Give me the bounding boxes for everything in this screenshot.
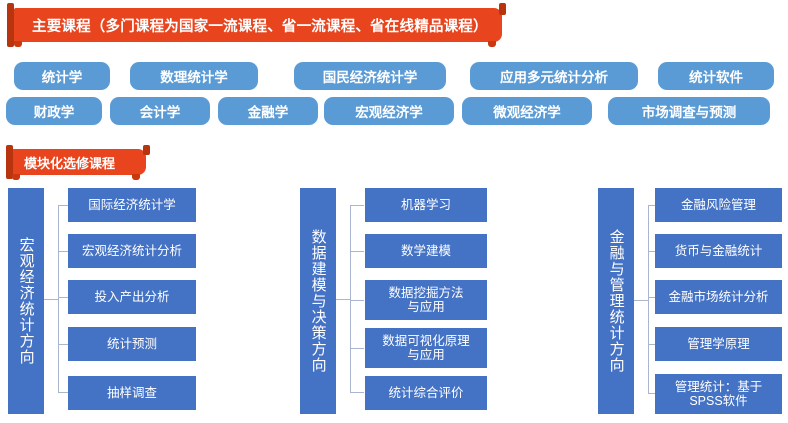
module-course-node-label: 机器学习 — [400, 197, 451, 212]
ribbon-left-shadow-icon — [14, 41, 22, 47]
module-connector-tick-0-3 — [58, 344, 72, 345]
course-pill-label: 统计软件 — [689, 70, 743, 85]
module-course-node-label: 统计预测 — [106, 336, 157, 351]
course-pill-label: 统计学 — [41, 70, 83, 85]
module-course-node-2-3[interactable]: 管理学原理 — [655, 327, 782, 361]
ribbon-right-curl-icon — [143, 145, 150, 155]
module-course-node-0-3[interactable]: 统计预测 — [68, 327, 196, 361]
module-connector-tick-0-2 — [58, 297, 72, 298]
course-pill-row1-3[interactable]: 应用多元统计分析 — [470, 62, 638, 90]
course-pill-label: 财政学 — [33, 105, 75, 120]
course-pill-row2-2[interactable]: 金融学 — [218, 97, 318, 125]
course-pill-label: 数理统计学 — [160, 70, 228, 85]
module-course-node-label: 国际经济统计学 — [88, 197, 176, 212]
main-courses-banner-label: 主要课程（多门课程为国家一流课程、省一流课程、省在线精品课程） — [32, 18, 488, 35]
main-courses-banner: 主要课程（多门课程为国家一流课程、省一流课程、省在线精品课程） — [7, 3, 506, 47]
ribbon-right-shadow-icon — [488, 41, 496, 47]
course-pill-label: 市场调查与预测 — [641, 105, 737, 120]
course-pill-row2-4[interactable]: 微观经济学 — [462, 97, 592, 125]
module-connector-spine-1 — [350, 205, 364, 393]
module-direction-label-2: 金融与管理统计方向 — [598, 188, 634, 414]
ribbon-right-shadow-icon — [132, 174, 140, 180]
module-direction-label-1: 数据建模与决策方向 — [300, 188, 336, 414]
module-connector-stem-1 — [336, 299, 350, 300]
module-course-node-label: 金融市场统计分析 — [668, 289, 769, 304]
module-course-node-2-2[interactable]: 金融市场统计分析 — [655, 280, 782, 314]
ribbon-left-curl-icon — [6, 145, 13, 179]
module-course-node-1-4[interactable]: 统计综合评价 — [365, 376, 487, 410]
course-pill-row2-5[interactable]: 市场调查与预测 — [608, 97, 770, 125]
course-pill-row2-1[interactable]: 会计学 — [110, 97, 210, 125]
module-connector-tick-1-2 — [350, 300, 364, 301]
module-course-node-2-0[interactable]: 金融风险管理 — [655, 188, 782, 222]
course-pill-row1-2[interactable]: 国民经济统计学 — [294, 62, 446, 90]
course-pill-label: 宏观经济学 — [355, 105, 423, 120]
course-pill-row1-0[interactable]: 统计学 — [14, 62, 110, 90]
ribbon-right-curl-icon — [499, 3, 506, 15]
module-course-node-1-1[interactable]: 数学建模 — [365, 234, 487, 268]
module-course-node-label: 管理学原理 — [687, 336, 750, 351]
module-connector-tick-0-1 — [58, 251, 72, 252]
module-connector-stem-0 — [44, 299, 58, 300]
ribbon-left-shadow-icon — [12, 174, 20, 180]
module-course-node-label: 宏观经济统计分析 — [81, 243, 182, 258]
module-course-node-label: 投入产出分析 — [94, 289, 170, 304]
module-course-node-label: 抽样调查 — [106, 385, 157, 400]
module-course-node-label: 数据可视化原理与应用 — [382, 333, 470, 362]
course-pill-row2-3[interactable]: 宏观经济学 — [324, 97, 454, 125]
module-course-node-label: 数据挖掘方法与应用 — [388, 285, 464, 314]
module-course-node-2-1[interactable]: 货币与金融统计 — [655, 234, 782, 268]
course-pill-label: 应用多元统计分析 — [500, 70, 608, 85]
module-connector-stem-2 — [634, 299, 648, 301]
course-pill-label: 微观经济学 — [493, 105, 561, 120]
module-connector-tick-1-1 — [350, 251, 364, 252]
module-connector-tick-1-3 — [350, 348, 364, 349]
course-pill-label: 国民经济统计学 — [322, 70, 418, 85]
module-course-node-0-2[interactable]: 投入产出分析 — [68, 280, 196, 314]
module-course-node-0-0[interactable]: 国际经济统计学 — [68, 188, 196, 222]
course-pill-row2-0[interactable]: 财政学 — [6, 97, 102, 125]
module-course-node-1-0[interactable]: 机器学习 — [365, 188, 487, 222]
module-direction-label-0: 宏观经济统计方向 — [8, 188, 44, 414]
course-pill-label: 会计学 — [139, 105, 181, 120]
course-pill-row1-4[interactable]: 统计软件 — [658, 62, 774, 90]
course-pill-label: 金融学 — [247, 105, 289, 120]
module-course-node-0-1[interactable]: 宏观经济统计分析 — [68, 234, 196, 268]
ribbon-left-curl-icon — [7, 3, 14, 47]
module-course-node-label: 货币与金融统计 — [674, 243, 763, 258]
module-course-node-1-2[interactable]: 数据挖掘方法与应用 — [365, 280, 487, 320]
module-course-node-label: 数学建模 — [400, 243, 451, 258]
elective-modules-banner-label: 模块化选修课程 — [24, 155, 116, 171]
elective-modules-banner: 模块化选修课程 — [6, 145, 150, 180]
module-course-node-label: 统计综合评价 — [388, 385, 464, 400]
module-course-node-0-4[interactable]: 抽样调查 — [68, 376, 196, 410]
module-course-node-1-3[interactable]: 数据可视化原理与应用 — [365, 328, 487, 368]
module-course-node-label: 金融风险管理 — [680, 197, 756, 212]
course-pill-row1-1[interactable]: 数理统计学 — [130, 62, 258, 90]
